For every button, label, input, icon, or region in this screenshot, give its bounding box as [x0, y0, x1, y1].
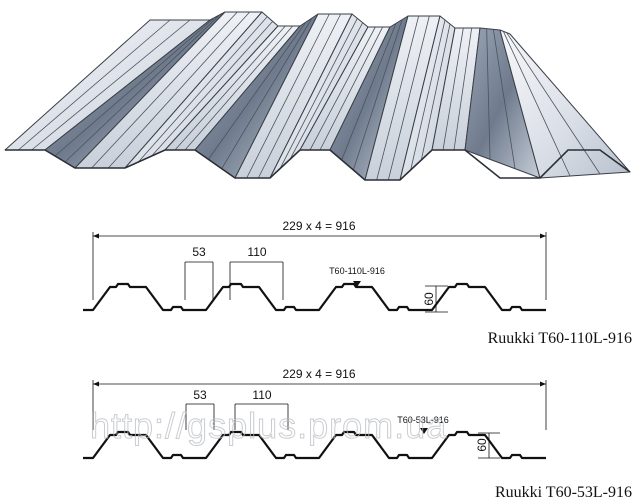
sheet-rib-line	[279, 18, 358, 169]
overall-width-label: 229 x 4 = 916	[282, 367, 355, 381]
sheet-rib-line	[31, 19, 191, 151]
sheet-rib-line	[502, 31, 571, 177]
sheet-front-edge	[5, 149, 631, 181]
rib-width-label: 53	[193, 388, 207, 402]
sheet-rib-line	[492, 29, 516, 169]
profile-drawing-1: 229 x 4 = 916 53 110 T60-110L-916 60 Ruu…	[83, 219, 632, 347]
overall-width-label: 229 x 4 = 916	[282, 219, 355, 233]
sheet-rib-line	[184, 25, 293, 151]
valley-width-label: 110	[252, 388, 271, 402]
sheet-rib-line	[18, 19, 171, 151]
profile-caption: Ruukki T60-110L-916	[488, 330, 632, 347]
profile-code-label: T60-110L-916	[329, 266, 385, 276]
sheet-rib-line	[221, 17, 313, 169]
profile-outline	[83, 282, 547, 312]
sheet-rib-line	[486, 28, 491, 160]
sheet-rib-line	[309, 26, 376, 151]
sheet-rib-line	[91, 11, 238, 169]
sheet-rib-line	[376, 15, 420, 181]
sheet-rib-line	[108, 11, 250, 169]
sheet-rib-line	[387, 15, 430, 181]
height-label: 60	[475, 438, 489, 452]
sheet-rib-line	[246, 13, 330, 179]
sheet-rib-line	[138, 16, 268, 163]
sheet-rib-line	[289, 22, 364, 160]
sheet-rib-line	[352, 19, 403, 171]
height-label: 60	[422, 292, 436, 306]
sheet-rib-line	[208, 21, 307, 160]
sheet-rib-line	[151, 21, 273, 157]
profile-code-label: T60-53L-916	[397, 415, 449, 425]
rib-width-label: 53	[192, 245, 206, 259]
sheet-rib-line	[174, 25, 286, 151]
profile-outline	[83, 430, 547, 460]
sheet-rib-line	[341, 23, 397, 161]
sheet-rib-line	[64, 14, 221, 163]
profile-drawing-2: 229 x 4 = 916 53 110 T60-53L-916 60 Ruuk…	[83, 367, 632, 501]
sheet-rib-line	[442, 27, 464, 151]
sheet-rib-line	[54, 17, 216, 157]
sheet-rib-line	[410, 19, 446, 171]
profile-caption: Ruukki T60-53L-916	[495, 484, 632, 501]
profile-code-marker	[420, 428, 428, 434]
sheet-rib-line	[453, 27, 473, 151]
sheet-rib-line	[319, 26, 384, 151]
profile-code-marker	[353, 281, 361, 287]
corrugated-sheet-illustration	[4, 11, 631, 181]
watermark: http://gsplus.prom.ua	[90, 405, 447, 446]
sheet-rib-line	[420, 23, 451, 161]
sheet-rib-line	[257, 13, 342, 179]
valley-width-label: 110	[247, 245, 266, 259]
